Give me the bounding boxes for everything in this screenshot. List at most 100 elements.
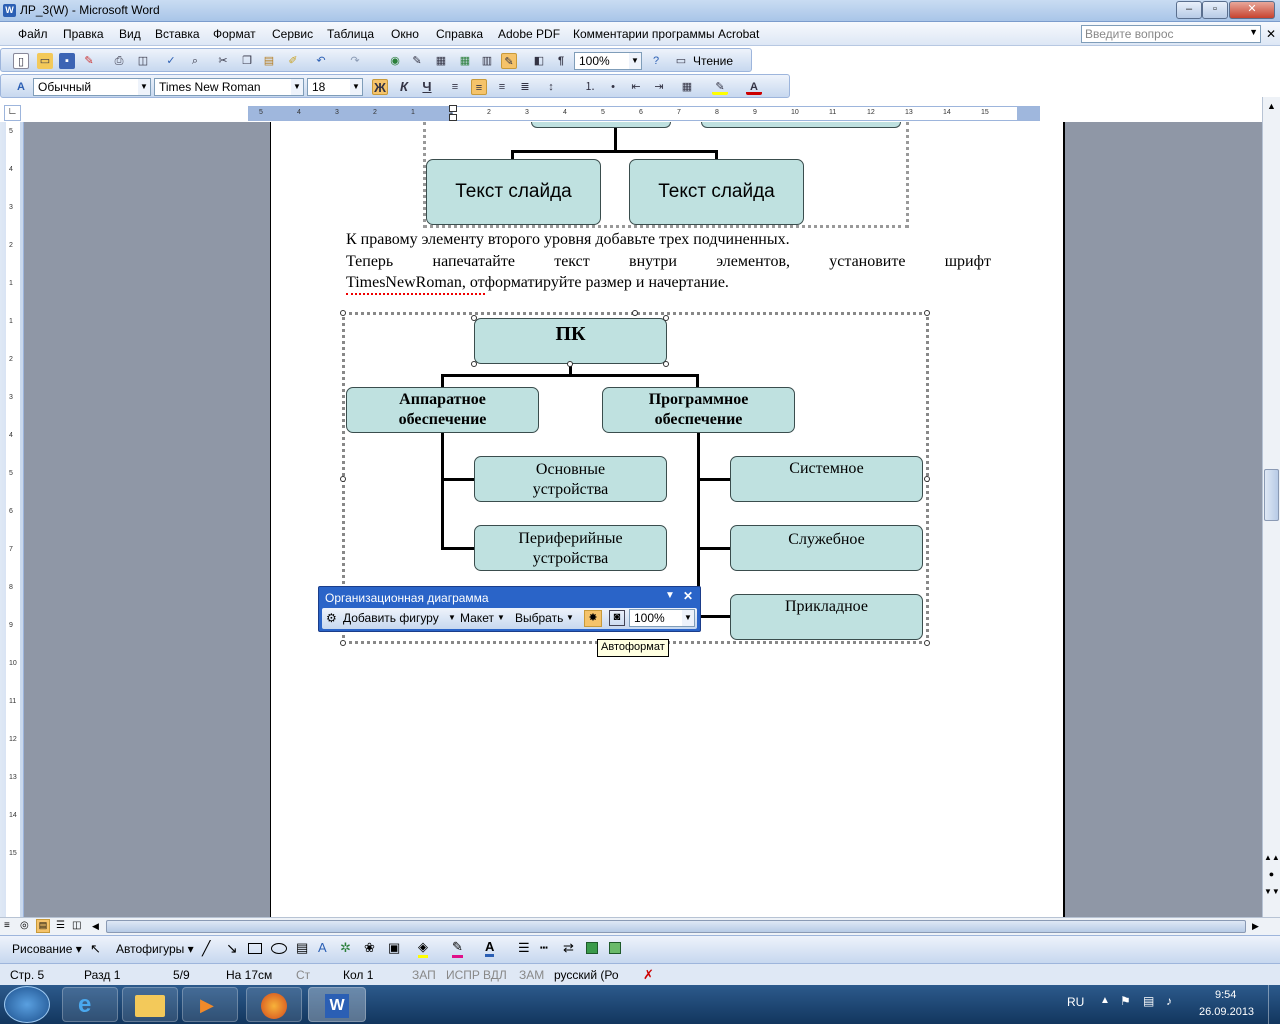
org-root-box[interactable]: ПК: [474, 318, 667, 364]
underline-button[interactable]: Ч: [422, 79, 432, 94]
menu-adobe-pdf[interactable]: Adobe PDF: [498, 27, 561, 41]
select-browse-object-icon[interactable]: ●: [1268, 869, 1275, 879]
numbering-icon[interactable]: ⒈: [584, 81, 596, 93]
paste-icon[interactable]: ▤: [263, 55, 275, 67]
paragraph-2-line-1[interactable]: Теперь напечатайте текст внутри элементо…: [346, 253, 991, 271]
selection-handle[interactable]: [663, 361, 669, 367]
select-objects-icon[interactable]: ↖: [90, 941, 101, 956]
top-chart-box-1[interactable]: Текст слайда: [426, 159, 601, 225]
selection-handle[interactable]: [471, 361, 477, 367]
cut-icon[interactable]: ✂: [218, 55, 228, 67]
font-size-select[interactable]: 18▼: [307, 78, 363, 96]
top-chart-side-box[interactable]: [701, 122, 901, 128]
picture-icon[interactable]: ▣: [388, 940, 401, 955]
rectangle-icon[interactable]: [248, 943, 262, 954]
format-painter-icon[interactable]: ✐: [288, 55, 298, 67]
increase-indent-icon[interactable]: ⇥: [654, 81, 664, 93]
status-rec[interactable]: ЗАП: [412, 968, 436, 982]
vertical-scrollbar[interactable]: ▲ ▲▲ ● ▼▼: [1262, 97, 1280, 917]
shadow-icon[interactable]: [586, 942, 598, 954]
resize-handle[interactable]: [924, 640, 930, 646]
clock-date[interactable]: 26.09.2013: [1199, 1006, 1255, 1018]
left-indent-marker[interactable]: [449, 114, 457, 121]
top-chart-root-box[interactable]: [531, 122, 671, 128]
menu-view[interactable]: Вид: [119, 27, 141, 41]
decrease-indent-icon[interactable]: ⇤: [631, 81, 641, 93]
resize-handle[interactable]: [340, 476, 346, 482]
arrow-icon[interactable]: ↘: [226, 940, 238, 956]
start-button[interactable]: [4, 986, 50, 1023]
undo-icon[interactable]: ↶: [316, 55, 326, 67]
chevron-down-icon[interactable]: ▼: [497, 613, 505, 622]
justify-icon[interactable]: ≣: [520, 81, 530, 93]
print-preview-icon[interactable]: ◫: [137, 55, 149, 67]
org-applied-box[interactable]: Прикладное: [730, 594, 923, 640]
taskbar-word[interactable]: W: [308, 987, 366, 1022]
styles-formatting-icon[interactable]: A: [17, 81, 25, 93]
reading-view-icon[interactable]: ◫: [72, 920, 82, 931]
menu-window[interactable]: Окно: [391, 27, 419, 41]
document-map-icon[interactable]: ◧: [533, 55, 545, 67]
scroll-right-icon[interactable]: ▶: [1252, 921, 1259, 931]
ruler-corner[interactable]: ∟: [4, 105, 21, 121]
volume-icon[interactable]: ♪: [1166, 994, 1172, 1008]
selection-handle[interactable]: [471, 315, 477, 321]
draw-menu[interactable]: Рисование ▾: [12, 942, 82, 956]
font-select[interactable]: Times New Roman▼: [154, 78, 304, 96]
layout-button[interactable]: Макет: [460, 611, 494, 625]
status-trk[interactable]: ИСПР: [446, 968, 480, 982]
org-system-box[interactable]: Системное: [730, 456, 923, 502]
line-style-icon[interactable]: ☰: [518, 940, 530, 955]
save-icon[interactable]: ▪: [59, 53, 75, 69]
autoformat-icon[interactable]: ✸: [584, 610, 602, 627]
document-page[interactable]: Текст слайда Текст слайда К правому элем…: [270, 122, 1065, 917]
zoom-select[interactable]: 100%▼: [574, 52, 642, 70]
align-center-icon[interactable]: ≡: [471, 79, 487, 95]
research-icon[interactable]: ⌕: [191, 55, 199, 67]
taskbar-media[interactable]: ▶: [182, 987, 238, 1022]
borders-icon[interactable]: ▦: [681, 81, 693, 93]
selection-handle[interactable]: [567, 361, 573, 367]
align-right-icon[interactable]: ≡: [498, 81, 506, 93]
arrow-style-icon[interactable]: ⇄: [563, 940, 574, 955]
permission-icon[interactable]: ✎: [84, 55, 94, 67]
org-utility-box[interactable]: Служебное: [730, 525, 923, 571]
textbox-icon[interactable]: ▤: [296, 940, 309, 955]
selection-handle[interactable]: [663, 315, 669, 321]
scroll-up-icon[interactable]: ▲: [1267, 101, 1276, 111]
menu-edit[interactable]: Правка: [63, 27, 104, 41]
menu-insert[interactable]: Вставка: [155, 27, 200, 41]
3d-icon[interactable]: [609, 942, 621, 954]
scroll-left-icon[interactable]: ◀: [92, 921, 99, 931]
normal-view-icon[interactable]: ≡: [4, 920, 10, 931]
menu-table[interactable]: Таблица: [327, 27, 375, 41]
clock-time[interactable]: 9:54: [1215, 989, 1237, 1001]
copy-icon[interactable]: ❐: [242, 55, 252, 67]
outline-view-icon[interactable]: ☰: [56, 920, 65, 931]
web-view-icon[interactable]: ◎: [20, 920, 29, 931]
resize-handle[interactable]: [924, 310, 930, 316]
top-chart-frame[interactable]: [423, 122, 909, 228]
menu-help[interactable]: Справка: [436, 27, 484, 41]
open-icon[interactable]: ▭: [37, 53, 53, 69]
maximize-button[interactable]: ▫: [1202, 1, 1228, 19]
action-center-icon[interactable]: ⚑: [1120, 994, 1131, 1008]
columns-icon[interactable]: ▥: [481, 55, 493, 67]
style-select[interactable]: Обычный▼: [33, 78, 151, 96]
resize-handle[interactable]: [924, 476, 930, 482]
status-language[interactable]: русский (Ро: [554, 968, 619, 982]
resize-handle[interactable]: [340, 310, 346, 316]
font-color-icon[interactable]: A: [485, 939, 495, 957]
org-zoom-select[interactable]: 100%▼: [629, 609, 695, 627]
menu-file[interactable]: Файл: [18, 27, 48, 41]
bold-button[interactable]: Ж: [372, 79, 388, 95]
add-shape-button[interactable]: Добавить фигуру: [343, 611, 439, 625]
minimize-button[interactable]: –: [1176, 1, 1202, 19]
chevron-down-icon[interactable]: ▼: [448, 613, 456, 622]
org-basic-devices-box[interactable]: Основные устройства: [474, 456, 667, 502]
wordart-icon[interactable]: A: [318, 940, 327, 955]
insert-table-icon[interactable]: ▦: [435, 55, 447, 67]
drawing-icon[interactable]: ✎: [501, 53, 517, 69]
